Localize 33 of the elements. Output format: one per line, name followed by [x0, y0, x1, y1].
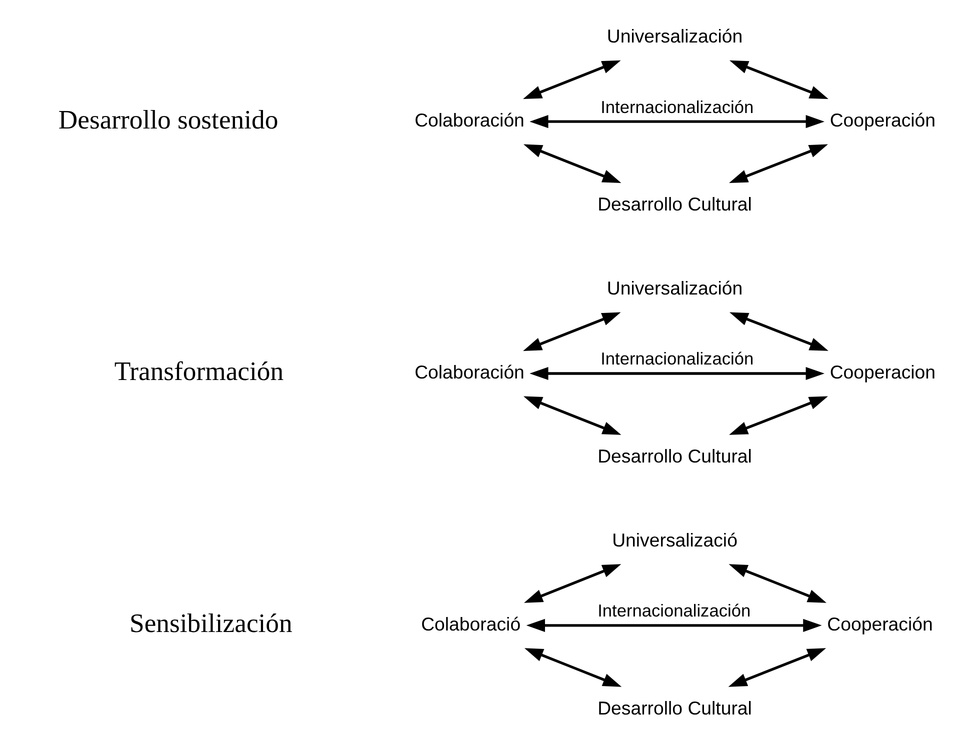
node-text: Colaboración — [414, 110, 524, 131]
arrow — [729, 144, 828, 183]
label: Desarrollo sostenido — [58, 104, 278, 134]
arrow — [728, 648, 826, 687]
arrow — [524, 564, 622, 603]
edge-label: Internacionalización — [598, 600, 751, 621]
arrow — [523, 312, 621, 351]
node-text: Desarrollo Cultural — [598, 445, 752, 466]
node-text: Cooperación — [827, 613, 933, 634]
edge-label: Internacionalización — [600, 348, 754, 369]
node-text: Universalización — [606, 277, 743, 298]
label: Sensibilización — [130, 608, 292, 638]
edge-label: Internacionalización — [600, 96, 754, 117]
node-text: Colaboració — [421, 613, 521, 634]
arrow — [523, 60, 621, 100]
node-text: Universalizació — [612, 529, 738, 550]
node-text: Desarrollo Cultural — [598, 697, 752, 718]
node-text: Desarrollo Cultural — [598, 193, 752, 214]
arrow — [524, 648, 622, 687]
node-text: Cooperación — [830, 110, 936, 131]
arrow — [729, 312, 828, 351]
arrow — [523, 396, 622, 435]
arrow — [523, 144, 622, 184]
node-text: Cooperacion — [830, 361, 936, 382]
arrow — [729, 60, 828, 100]
arrow — [530, 366, 824, 380]
label: Transformación — [114, 356, 284, 386]
node-text: Universalización — [606, 26, 743, 47]
arrow — [729, 396, 828, 435]
arrow — [526, 618, 822, 632]
arrow — [530, 115, 824, 128]
arrow — [728, 564, 826, 603]
node-text: Colaboración — [414, 361, 524, 382]
